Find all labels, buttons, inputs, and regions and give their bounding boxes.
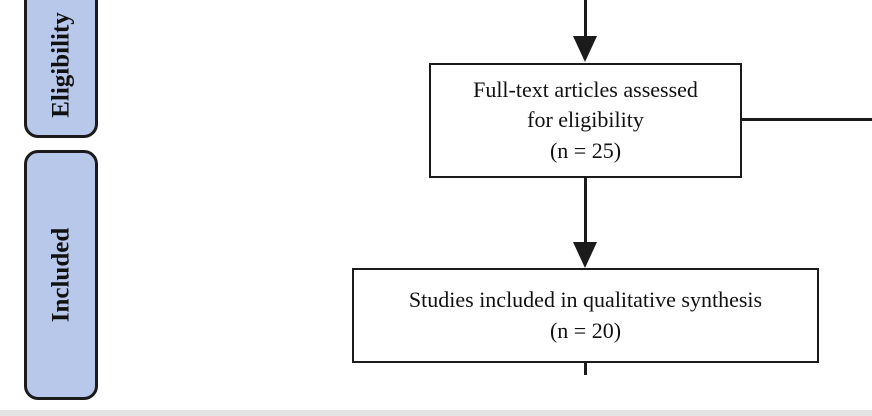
arrow-down-to-full-text	[573, 36, 597, 62]
full-text-line-3: (n = 25)	[549, 137, 622, 163]
full-text-assessed-text: Full-text articles assessed for eligibil…	[463, 75, 708, 166]
studies-line-2: (n = 20)	[549, 317, 622, 343]
full-text-line-1: Full-text articles assessed	[473, 76, 698, 102]
bottom-divider	[0, 410, 872, 416]
stage-eligibility: Eligibility	[24, 0, 98, 138]
studies-included-box: Studies included in qualitative synthesi…	[352, 268, 819, 363]
connector-top-vertical	[584, 0, 587, 40]
full-text-line-2: for eligibility	[527, 107, 644, 133]
stage-eligibility-label: Eligibility	[47, 11, 75, 118]
arrow-down-to-included	[573, 242, 597, 268]
stage-included-label: Included	[47, 227, 75, 323]
studies-included-text: Studies included in qualitative synthesi…	[399, 285, 772, 346]
connector-middle-vertical	[584, 178, 587, 248]
full-text-assessed-box: Full-text articles assessed for eligibil…	[429, 63, 742, 178]
stage-included: Included	[24, 150, 98, 400]
connector-bottom-vertical	[584, 363, 587, 375]
connector-right-horizontal	[742, 118, 872, 121]
studies-line-1: Studies included in qualitative synthesi…	[408, 287, 763, 313]
